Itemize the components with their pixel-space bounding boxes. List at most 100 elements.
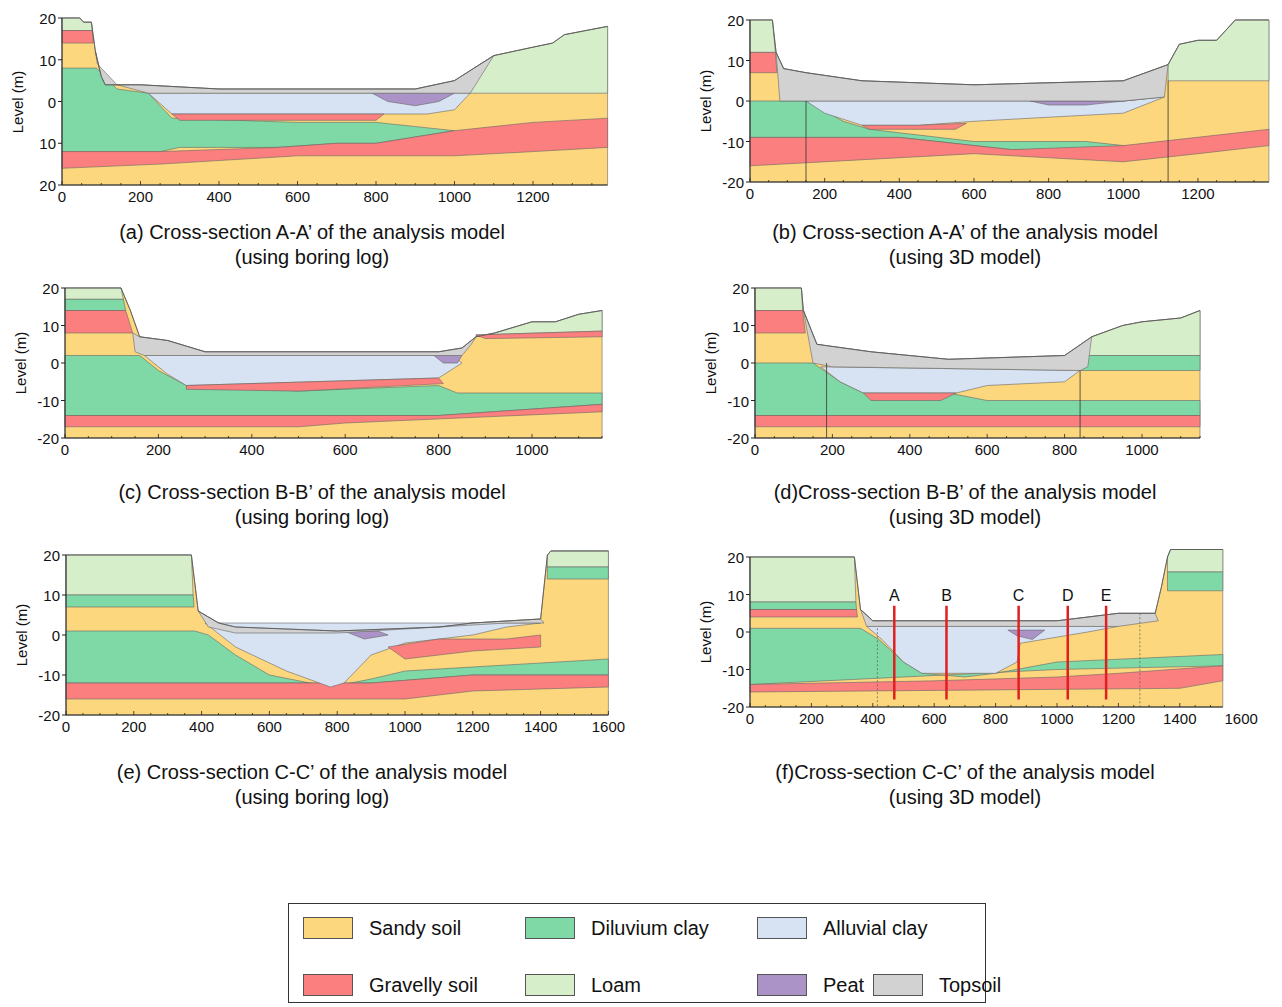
- tick: [851, 436, 852, 438]
- tick-label: 1600: [592, 719, 625, 734]
- tick: [780, 705, 781, 707]
- tick: [1072, 705, 1073, 707]
- tick: [964, 705, 965, 707]
- tick: [955, 180, 956, 182]
- tick-label: 10: [39, 52, 56, 67]
- tick: [751, 325, 755, 326]
- tick: [987, 434, 988, 438]
- tick: [899, 178, 900, 182]
- tick: [472, 711, 473, 715]
- tick: [62, 635, 66, 636]
- tick: [391, 436, 392, 438]
- tick-label: 1200: [516, 189, 549, 204]
- tick: [811, 703, 812, 707]
- tick: [1195, 705, 1196, 707]
- tick: [62, 595, 66, 596]
- section-line: [1168, 81, 1169, 182]
- tick-label: 0: [58, 189, 66, 204]
- tick-label: 10: [732, 318, 749, 333]
- tick: [796, 705, 797, 707]
- tick: [321, 436, 322, 438]
- soil-layer: [755, 363, 1200, 416]
- tick: [345, 434, 346, 438]
- tick: [774, 436, 775, 438]
- tick: [555, 436, 556, 438]
- section-line: [1066, 606, 1069, 700]
- soil-layer: [95, 51, 493, 93]
- tick-label: 1200: [1102, 711, 1135, 726]
- tick: [1010, 705, 1011, 707]
- legend-label: Alluvial clay: [823, 918, 927, 938]
- tick: [184, 713, 185, 715]
- tick: [746, 594, 750, 595]
- ground-surface: [755, 288, 1200, 359]
- tick: [1011, 180, 1012, 182]
- tick: [158, 434, 159, 438]
- soil-layer: [65, 404, 602, 427]
- tick: [1029, 180, 1030, 182]
- tick: [461, 436, 462, 438]
- tick: [751, 438, 755, 439]
- legend-swatch: [303, 974, 353, 996]
- legend-label: Gravelly soil: [369, 975, 478, 995]
- tick-label: 1600: [1225, 711, 1258, 726]
- soil-layer: [755, 288, 803, 311]
- tick: [269, 711, 270, 715]
- tick: [746, 101, 750, 102]
- tick-label: 600: [257, 719, 282, 734]
- location-marker: A: [889, 588, 900, 604]
- soil-layer: [65, 311, 133, 334]
- tick-label: 800: [426, 442, 451, 457]
- tick: [1123, 178, 1124, 182]
- tick: [826, 705, 827, 707]
- tick: [485, 436, 486, 438]
- legend-swatch: [525, 974, 575, 996]
- axis-title: Level (m): [10, 70, 25, 133]
- tick: [286, 713, 287, 715]
- tick: [58, 185, 62, 186]
- tick-label: 1000: [1040, 711, 1073, 726]
- soil-layer: [62, 31, 93, 44]
- tick: [1141, 180, 1142, 182]
- tick: [167, 713, 168, 715]
- tick: [1057, 703, 1058, 707]
- tick: [506, 713, 507, 715]
- location-marker: C: [1013, 588, 1025, 604]
- tick: [746, 182, 750, 183]
- tick: [591, 713, 592, 715]
- tick-label: 200: [146, 442, 171, 457]
- tick-label: 20: [39, 178, 56, 193]
- tick-label: 400: [189, 719, 214, 734]
- legend-swatch: [303, 917, 353, 939]
- section-line: [1139, 613, 1140, 707]
- tick: [454, 181, 455, 185]
- sandy-ground: [750, 550, 1223, 708]
- tick-label: 20: [727, 550, 744, 565]
- tick: [135, 436, 136, 438]
- caption-line: (a) Cross-section A-A’ of the analysis m…: [119, 222, 505, 242]
- tick: [218, 713, 219, 715]
- legend-swatch: [757, 974, 807, 996]
- axis-title: Level (m): [698, 70, 713, 133]
- soil-layer: [750, 20, 775, 52]
- x-axis: [755, 438, 1200, 439]
- tick-label: 20: [727, 13, 744, 28]
- tick: [376, 181, 377, 185]
- ground-surface: [62, 18, 608, 89]
- section-line: [945, 606, 948, 700]
- tick-label: 0: [751, 442, 759, 457]
- soil-layer: [62, 18, 92, 31]
- soil-layer: [750, 602, 857, 610]
- tick: [1025, 436, 1026, 438]
- tick: [61, 288, 65, 289]
- tick: [602, 436, 603, 438]
- legend-label: Loam: [591, 975, 641, 995]
- x-axis: [65, 438, 602, 439]
- tick: [455, 713, 456, 715]
- tick: [438, 713, 439, 715]
- section-line: [1105, 606, 1108, 700]
- tick-label: -10: [38, 668, 60, 683]
- tick: [474, 183, 475, 185]
- tick: [116, 713, 117, 715]
- tick: [388, 713, 389, 715]
